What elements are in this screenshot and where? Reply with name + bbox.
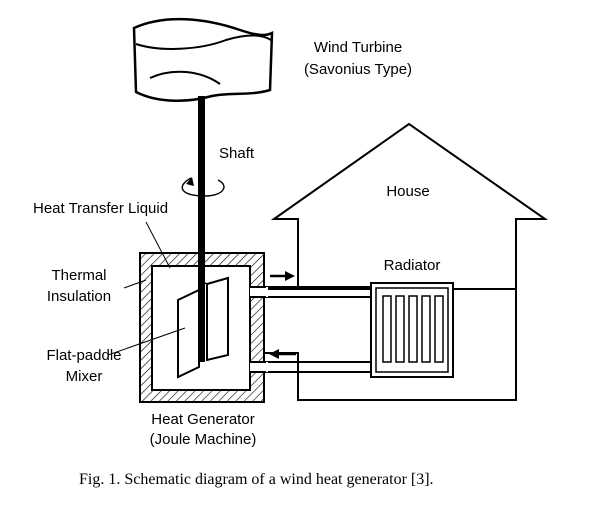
liquid-label: Heat Transfer Liquid [33,200,168,217]
insulation-label-2: Insulation [47,288,111,305]
insulation-label-1: Thermal [51,267,106,284]
figure-caption: Fig. 1. Schematic diagram of a wind heat… [79,471,434,488]
generator-label-2: (Joule Machine) [150,431,257,448]
mixer-label-2: Mixer [66,368,103,385]
radiator-label: Radiator [384,257,441,274]
turbine-type-label: (Savonius Type) [304,61,412,78]
shaft-label: Shaft [219,145,255,162]
rotation-arrow-icon [181,177,225,197]
turbine-label: Wind Turbine [314,39,402,56]
outflow-arrow-icon [270,271,295,281]
flat-paddle-mixer [177,250,229,379]
pipes [250,286,374,373]
generator-label-1: Heat Generator [151,411,254,428]
wind-turbine [132,17,274,103]
mixer-label-1: Flat-paddle [46,347,121,364]
house-label: House [386,183,429,200]
return-flow-arrow-icon [269,349,296,359]
leader-lines [107,221,186,356]
heat-generator [139,252,268,403]
shaft [198,96,205,362]
radiator [370,282,454,378]
